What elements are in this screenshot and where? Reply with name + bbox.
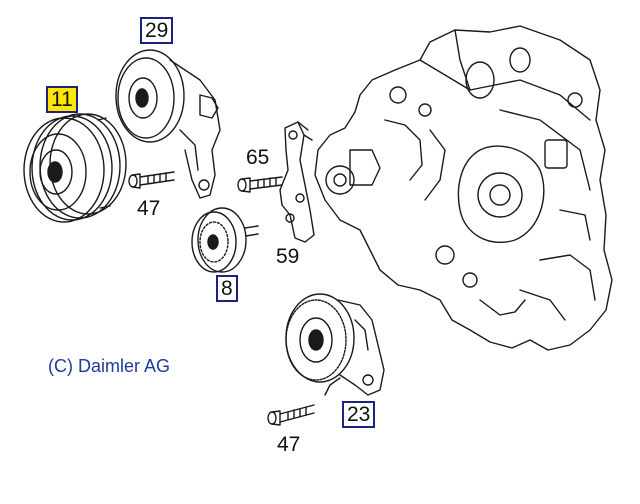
idler-pulley-part-8	[191, 207, 259, 273]
copyright-text: (C) Daimler AG	[48, 356, 171, 376]
tensioner-part-23	[285, 293, 385, 396]
callout-23: 23	[342, 401, 376, 428]
bolt-part-65	[237, 176, 283, 193]
callout-8: 8	[216, 275, 238, 302]
callout-47-lower: 47	[277, 433, 301, 456]
callout-59: 59	[276, 245, 300, 268]
bracket-part-59	[279, 121, 315, 243]
pulley-part-11	[23, 113, 127, 223]
callout-47-upper: 47	[137, 197, 161, 220]
callout-29: 29	[140, 17, 174, 44]
engine-block	[314, 25, 613, 351]
callout-65: 65	[246, 146, 270, 169]
bolt-part-47-upper	[128, 171, 175, 189]
tensioner-part-29	[115, 49, 221, 199]
callout-11: 11	[46, 86, 78, 113]
bolt-part-47-lower	[267, 404, 315, 426]
